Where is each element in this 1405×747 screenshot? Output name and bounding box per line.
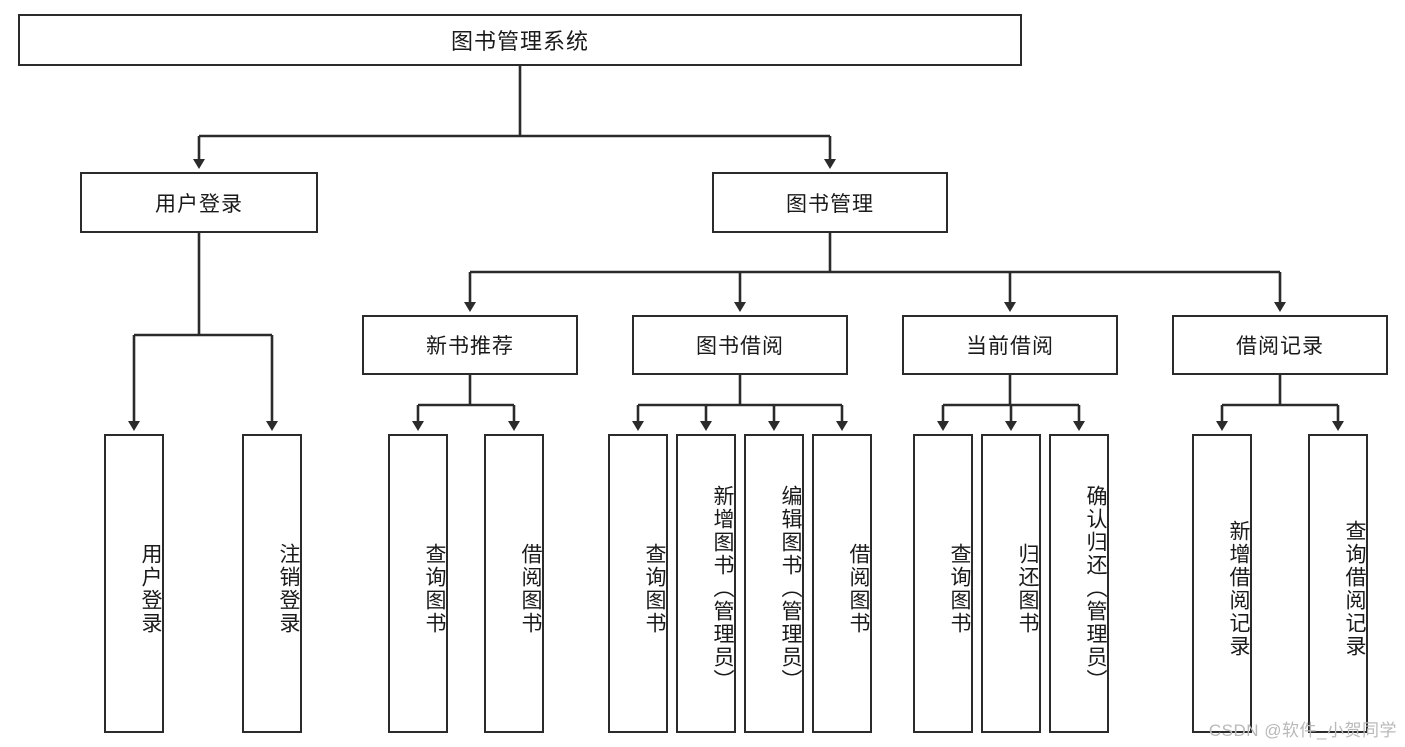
node-label: 查询图书 (948, 542, 971, 635)
node-leaf-cur-3[interactable]: 确认归还（管理员） (1049, 434, 1109, 733)
node-label: 编辑图书（管理员） (779, 485, 802, 692)
node-leaf-rec-1[interactable]: 新增借阅记录 (1192, 434, 1252, 733)
node-label: 借阅图书 (519, 542, 542, 635)
node-label: 查询图书 (423, 542, 446, 635)
node-label: 图书管理系统 (450, 29, 589, 54)
node-label: 查询图书 (643, 542, 666, 635)
node-leaf-borrow-4[interactable]: 借阅图书 (812, 434, 872, 733)
node-leaf-borrow-1[interactable]: 查询图书 (608, 434, 668, 733)
node-label: 新增借阅记录 (1227, 519, 1250, 658)
node-leaf-cur-1[interactable]: 查询图书 (913, 434, 973, 733)
node-bookmgmt[interactable]: 图书管理 (712, 172, 948, 233)
node-login[interactable]: 用户登录 (80, 172, 318, 233)
node-leaf-cur-2[interactable]: 归还图书 (981, 434, 1041, 733)
node-leaf-login-2[interactable]: 注销登录 (242, 434, 302, 733)
node-label: 查询借阅记录 (1343, 519, 1366, 658)
node-label: 借阅图书 (847, 542, 870, 635)
node-leaf-login-1[interactable]: 用户登录 (104, 434, 164, 733)
node-current[interactable]: 当前借阅 (902, 315, 1118, 375)
node-newbook[interactable]: 新书推荐 (362, 315, 578, 375)
node-label: 新书推荐 (426, 335, 514, 358)
node-label: 当前借阅 (966, 335, 1054, 358)
node-leaf-new-1[interactable]: 查询图书 (388, 434, 448, 733)
node-label: 注销登录 (277, 542, 300, 635)
node-label: 图书管理 (786, 192, 874, 216)
watermark: CSDN @软件_小贺同学 (1208, 721, 1397, 740)
node-records[interactable]: 借阅记录 (1172, 315, 1388, 375)
node-label: 归还图书 (1016, 542, 1039, 635)
node-leaf-rec-2[interactable]: 查询借阅记录 (1308, 434, 1368, 733)
node-label: 确认归还（管理员） (1084, 485, 1107, 692)
node-label: 用户登录 (155, 192, 243, 216)
node-label: 新增图书（管理员） (711, 485, 734, 692)
node-label: 图书借阅 (696, 335, 784, 358)
node-label: 用户登录 (139, 542, 162, 635)
node-leaf-borrow-2[interactable]: 新增图书（管理员） (676, 434, 736, 733)
node-root[interactable]: 图书管理系统 (18, 14, 1022, 66)
node-leaf-new-2[interactable]: 借阅图书 (484, 434, 544, 733)
node-label: 借阅记录 (1236, 335, 1324, 358)
node-borrow[interactable]: 图书借阅 (632, 315, 848, 375)
node-leaf-borrow-3[interactable]: 编辑图书（管理员） (744, 434, 804, 733)
